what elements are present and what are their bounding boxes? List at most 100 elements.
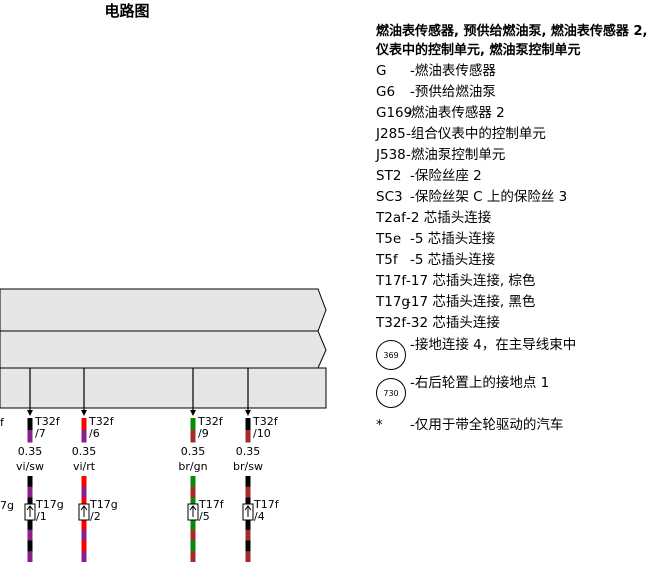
wire-gauge: 0.35 [18,445,43,458]
legend-ground-item: 730-右后轮置上的接地点 1 [376,375,609,413]
control-unit-housing [0,288,327,409]
bottom-connector-arrow-icon [189,505,197,517]
wire-stripe [190,486,196,498]
wire-stripe [81,551,87,562]
wire-stripe [81,519,87,531]
legend-item: J538-燃油泵控制单元 [376,145,609,166]
wire-stripe [190,418,196,431]
wire-stripe [81,529,87,541]
wire-stripe [245,540,251,552]
legend-item-code: J538 [376,147,406,163]
wire-gauge: 0.35 [181,445,206,458]
bottom-connector-pin: /1 [36,510,47,523]
legend-item: T17g-17 芯插头连接, 黑色 [376,292,609,313]
legend-title-line-1: 燃油表传感器, 预供给燃油泵, 燃油表传感器 2, [376,24,647,39]
legend-item-desc: -组合仪表中的控制单元 [406,126,546,142]
legend-item: T5f-5 芯插头连接 [376,250,609,271]
connector-pin: /10 [253,427,271,440]
wire-stripe [245,430,251,443]
bottom-connector-label: T17g [89,498,118,511]
connector-arrow [190,410,196,416]
legend-item: G -燃油表传感器 [376,61,609,82]
wire-stripe [27,497,33,509]
wire-stripe [190,497,196,509]
legend-item-desc: -32 芯插头连接 [406,315,500,331]
connector-arrow [27,410,33,416]
wire-stripe [81,430,87,443]
bottom-connector-arrow-icon [244,505,252,517]
legend-item: T2af-2 芯插头连接 [376,208,609,229]
legend-item-desc: -预供给燃油泵 [410,84,496,100]
legend-note-desc: -仅用于带全轮驱动的汽车 [410,417,564,433]
legend-item-desc: -燃油表传感器 [410,63,496,79]
wire-stripe [245,529,251,541]
legend-item-desc: -17 芯插头连接, 黑色 [406,294,536,310]
wire-stripe [81,418,87,431]
legend-note: * -仅用于带全轮驱动的汽车 [376,415,609,436]
wire-stripe [190,476,196,488]
wire-stripe [27,476,33,488]
ground-point-badge: 730 [376,378,406,408]
connector-label: T32f [34,415,61,428]
legend-title-line-2: 仪表中的控制单元, 燃油泵控制单元 [376,43,581,58]
bottom-connector-arrow-icon [80,505,88,517]
legend-item-desc: -5 芯插头连接 [410,252,496,268]
legend-item-code: G169 [376,105,413,121]
wire-stripe [27,529,33,541]
wire-stripe [245,476,251,488]
legend-item: SC3-保险丝架 C 上的保险丝 3 [376,187,609,208]
wire-stripe [81,476,87,488]
bottom-connector-pin: /4 [254,510,265,523]
legend-item: G169-燃油表传感器 2 [376,103,609,124]
wire-stripe [81,497,87,509]
left-edge-labels: f 7g [0,416,14,512]
bottom-connector-label: T17g [35,498,64,511]
legend-item-code: G [376,63,387,79]
wire-stripe [27,519,33,531]
wire-stripe [27,486,33,498]
legend-item: T32f-32 芯插头连接 [376,313,609,334]
ground-point-badge: 369 [376,340,406,370]
wire-stripe [190,529,196,541]
wires-group: T32f/70.35vi/swT17g/1T32f/60.35vi/rtT17g… [16,368,280,562]
wire-stripe [81,540,87,552]
wire-gauge: 0.35 [236,445,261,458]
wire-color-code: vi/rt [73,460,96,473]
legend-item-desc: -2 芯插头连接 [406,210,492,226]
legend-item-desc: -5 芯插头连接 [410,231,496,247]
edge-label-connector: f [0,416,5,429]
legend-item: ST2-保险丝座 2 [376,166,609,187]
legend-item-desc: -保险丝座 2 [410,168,482,184]
legend-item-code: SC3 [376,189,403,205]
connector-arrow [245,410,251,416]
legend-item-code: T5e [376,231,402,247]
bottom-connector-label: T17f [253,498,280,511]
edge-label-bottom-connector: 7g [0,499,14,512]
wire-stripe [245,497,251,509]
wire-color-code: br/sw [233,460,263,473]
wire-stripe [245,519,251,531]
legend-item-desc: -燃油表传感器 2 [406,105,505,121]
legend-item-code: T17f [376,273,407,289]
diagram-title: 电路图 [104,2,149,20]
wire-gauge: 0.35 [72,445,97,458]
legend-item-desc: -燃油泵控制单元 [406,147,506,163]
wire-stripe [27,551,33,562]
legend-item-code: T17g [376,294,410,310]
wire-stripe [190,519,196,531]
wire-color-code: vi/sw [16,460,44,473]
connector-label: T32f [88,415,115,428]
legend-ground-desc: -接地连接 4，在主导线束中 [410,337,577,353]
wire-stripe [27,430,33,443]
legend-item-code: J285 [376,126,406,142]
bottom-connector-label: T17f [198,498,225,511]
legend-panel: 燃油表传感器, 预供给燃油泵, 燃油表传感器 2, 仪表中的控制单元, 燃油泵控… [376,22,647,436]
connector-pin: /7 [35,427,46,440]
legend-item: G6-预供给燃油泵 [376,82,609,103]
wire-stripe [245,551,251,562]
legend-item: T17f-17 芯插头连接, 棕色 [376,271,609,292]
wire-stripe [190,551,196,562]
connector-label: T32f [197,415,224,428]
legend-ground-desc: -右后轮置上的接地点 1 [410,375,550,391]
bottom-connector-pin: /5 [199,510,210,523]
